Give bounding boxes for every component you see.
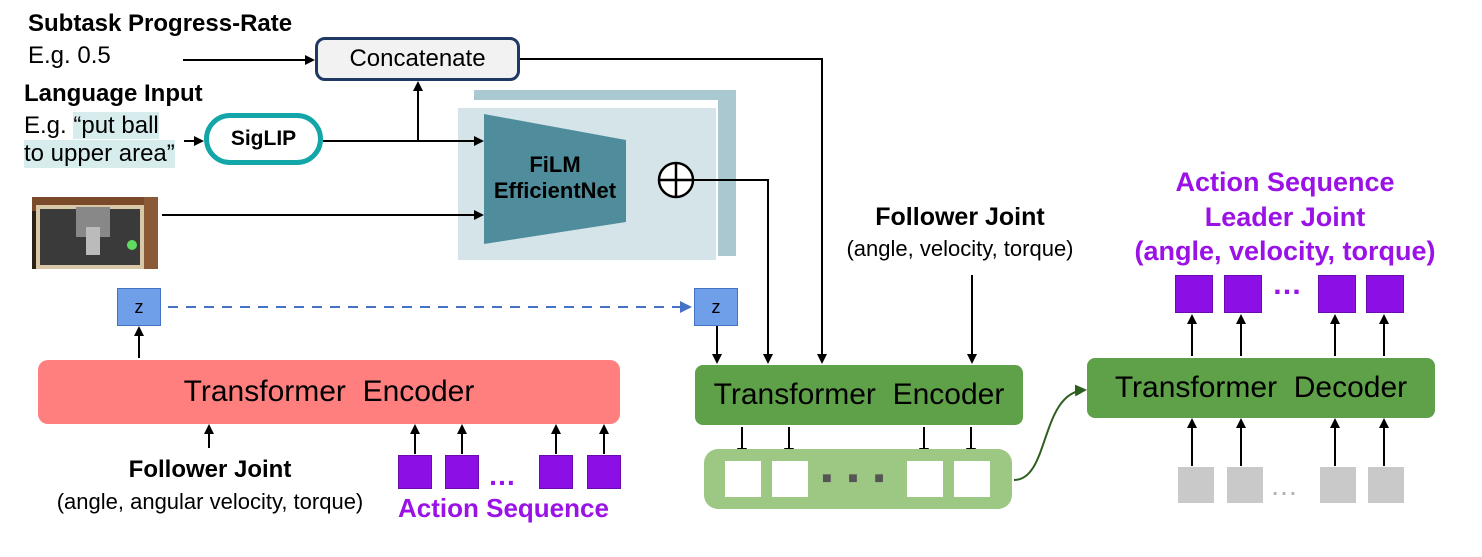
query-token-ellipsis: … [1270, 470, 1298, 501]
right-follower-title: Follower Joint [875, 203, 1045, 231]
right-follower-detail: (angle, velocity, torque) [846, 236, 1074, 261]
action-token-4 [587, 455, 621, 489]
arrow-concat-to-encoder [520, 58, 827, 364]
output-label-line1: Action Sequence [1175, 167, 1395, 197]
latent-z-right: z [694, 288, 738, 326]
language-example-line1: “put ball [73, 112, 159, 139]
arrow-film-to-encoder [693, 179, 773, 364]
transformer-encoder-left: Transformer Encoder [38, 360, 620, 424]
action-token-2 [445, 455, 479, 489]
film-label-line1: FiLM [529, 152, 581, 177]
subtask-title: Subtask Progress-Rate [28, 10, 293, 37]
film-efficientnet-block [484, 114, 626, 244]
siglip-block: SigLIP [204, 113, 323, 165]
film-label-line2: EfficientNet [493, 178, 617, 203]
query-token-1 [1178, 467, 1214, 503]
memory-token-dots: ■ ■ ■ [822, 470, 890, 487]
left-follower-detail: (angle, angular velocity, torque) [56, 489, 364, 514]
action-token-3 [539, 455, 573, 489]
output-label-line3: (angle, velocity, torque) [1134, 236, 1436, 266]
memory-token-4 [954, 461, 990, 497]
left-action-sequence-label: Action Sequence [398, 493, 609, 523]
transformer-decoder: Transformer Decoder [1087, 358, 1435, 418]
decoder-input-arrows [1187, 418, 1389, 466]
action-token-1 [398, 455, 432, 489]
memory-token-3 [907, 461, 943, 497]
language-example-line2: to upper area” [24, 140, 175, 168]
transformer-encoder-right: Transformer Encoder [695, 365, 1023, 425]
latent-z-left: z [117, 288, 161, 326]
camera-image [30, 195, 160, 271]
language-example: E.g. “put ball [24, 112, 159, 140]
query-token-2 [1227, 467, 1263, 503]
camera-image-graphic [32, 197, 158, 269]
output-token-2 [1224, 275, 1262, 313]
query-token-4 [1368, 467, 1404, 503]
memory-token-1 [725, 461, 761, 497]
decoder-output-arrows [1187, 314, 1389, 356]
query-token-3 [1320, 467, 1356, 503]
language-example-prefix: E.g. [24, 112, 74, 139]
output-token-1 [1175, 275, 1213, 313]
output-token-ellipsis: … [1272, 268, 1302, 301]
memory-token-2 [772, 461, 808, 497]
language-title: Language Input [24, 80, 203, 107]
left-follower-title: Follower Joint [128, 456, 292, 483]
concatenate-block: Concatenate [315, 37, 520, 81]
action-token-ellipsis: … [488, 460, 516, 491]
arrow-memory-to-decoder [1013, 384, 1087, 481]
subtask-example: E.g. 0.5 [28, 42, 111, 69]
action-sequence-arrows [410, 424, 609, 454]
output-label-line2: Leader Joint [1204, 202, 1366, 232]
output-token-4 [1366, 275, 1404, 313]
output-token-3 [1318, 275, 1356, 313]
